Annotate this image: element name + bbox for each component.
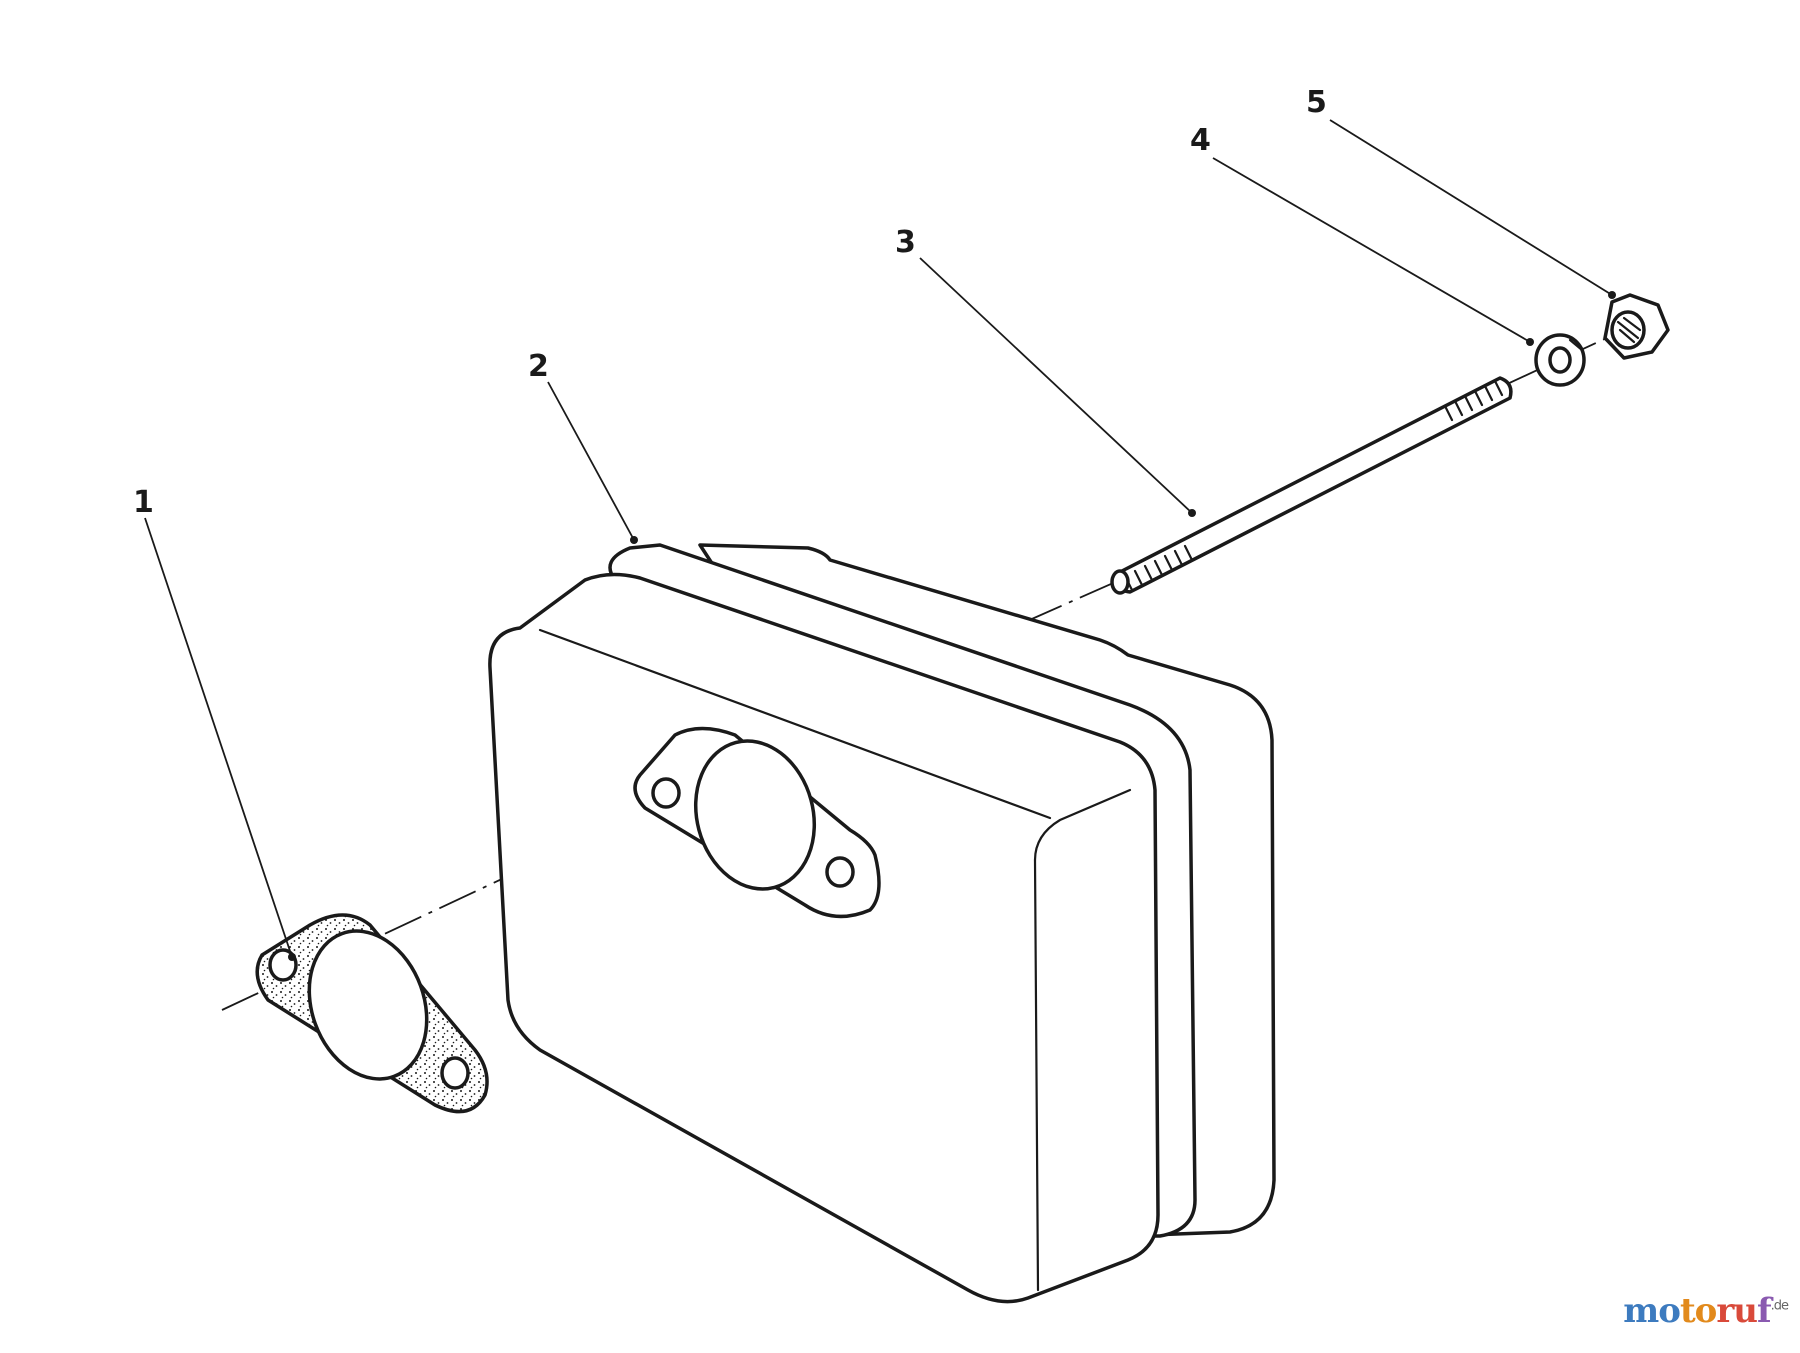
- nut-part: [1603, 293, 1670, 360]
- gasket-part: [255, 913, 489, 1114]
- stud-thread-right: [1443, 379, 1504, 422]
- watermark-logo: motoruf: [1623, 1291, 1771, 1331]
- muffler-bolt-hole-left: [651, 777, 681, 809]
- leader-line-4: [1212, 157, 1531, 343]
- muffler-face-edge-lower: [1033, 858, 1040, 1292]
- leader-dot-3: [1188, 509, 1196, 517]
- muffler-face-edge: [1033, 788, 1132, 862]
- gasket-bolt-hole-right: [440, 1056, 470, 1090]
- leader-dot-5: [1608, 291, 1616, 299]
- muffler-part: [488, 543, 1276, 1304]
- leader-line-1: [144, 517, 293, 958]
- nut-bore-thread: [1616, 316, 1642, 344]
- leader-dot-4: [1526, 338, 1534, 346]
- muffler-top-edge: [538, 628, 1052, 820]
- stud-part: [1110, 376, 1513, 595]
- leader-dot-2: [630, 536, 638, 544]
- stud-shaft: [1115, 376, 1513, 594]
- lock-washer-hole: [1548, 346, 1572, 374]
- lock-washer-part: [1534, 333, 1586, 387]
- callout-number-2: 2: [528, 349, 549, 384]
- callout-number-4: 4: [1190, 123, 1211, 158]
- watermark-suffix: .de: [1770, 1298, 1789, 1314]
- leader-line-5: [1329, 119, 1613, 296]
- leader-line-2: [547, 381, 635, 541]
- callout-number-5: 5: [1306, 85, 1327, 120]
- stud-center-line: [1024, 579, 1121, 623]
- leader-line-3: [919, 257, 1193, 514]
- callout-number-3: 3: [895, 225, 916, 260]
- stud-end-left: [1110, 569, 1130, 595]
- muffler-bolt-hole-right: [825, 856, 855, 888]
- muffler-inlet-port: [693, 739, 817, 891]
- leader-dot-1: [288, 953, 296, 961]
- lock-washer-split: [1568, 338, 1584, 352]
- site-watermark: motoruf.de: [1623, 1291, 1789, 1331]
- callout-number-1: 1: [133, 485, 154, 520]
- gasket-center-hole: [307, 929, 429, 1081]
